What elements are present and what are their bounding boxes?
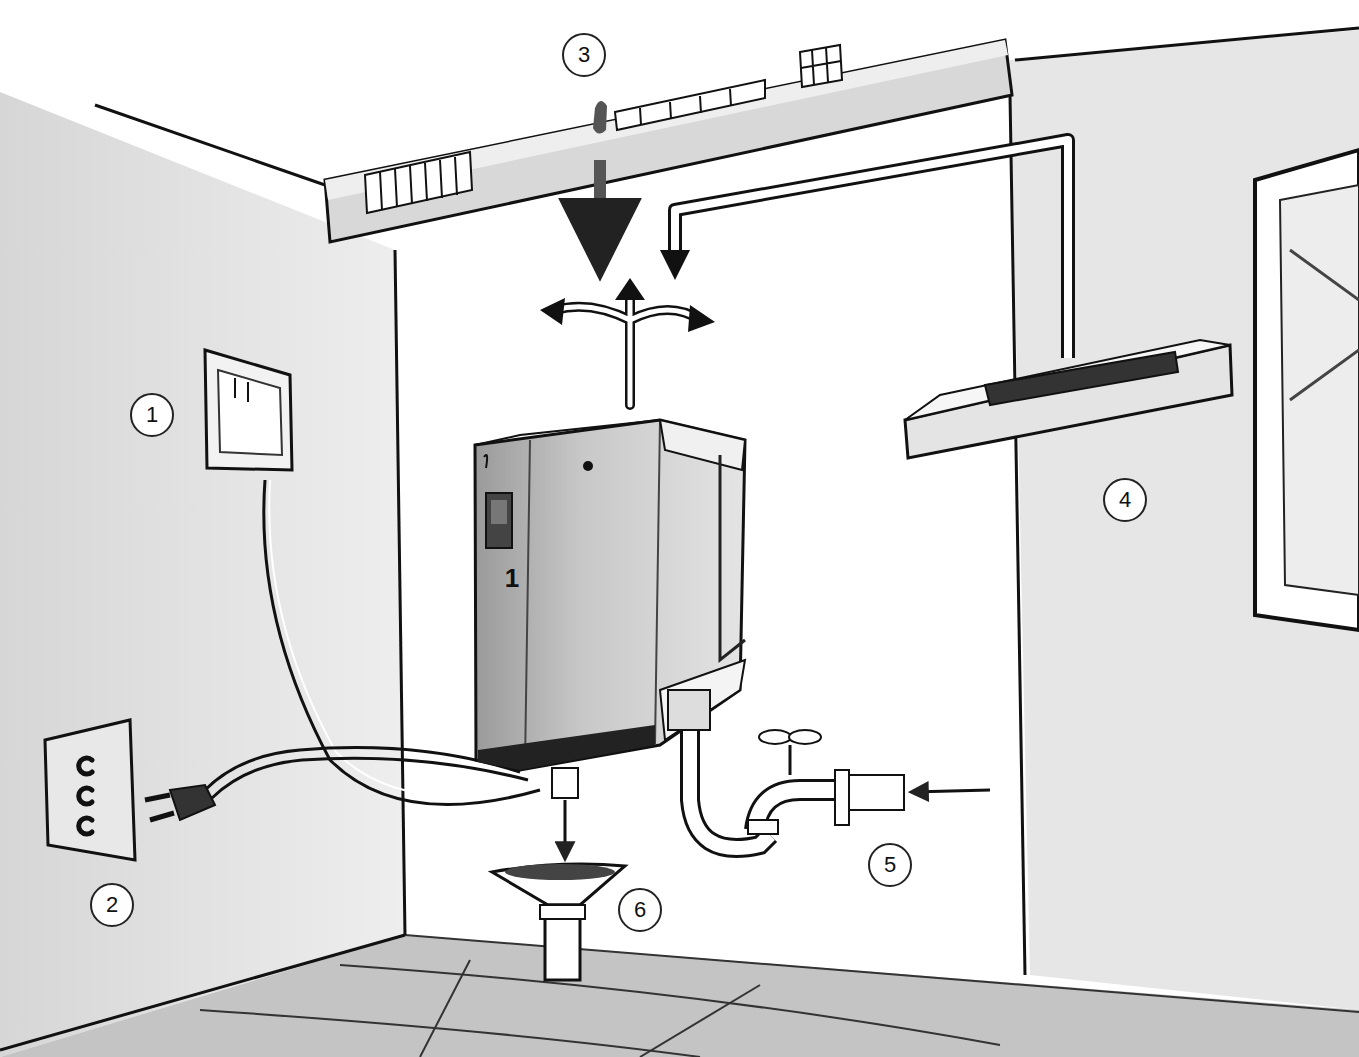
switch-marking: 1: [502, 563, 522, 593]
drain-funnel: [492, 768, 625, 980]
sink: [905, 340, 1232, 458]
callout-number: 6: [618, 888, 662, 932]
wall-switch-box: [205, 350, 292, 470]
callout-number: 3: [562, 33, 606, 77]
callout-number: 4: [1103, 478, 1147, 522]
window: [1255, 150, 1359, 630]
room-edges: [0, 28, 1359, 1050]
callout-number: 5: [868, 843, 912, 887]
air-flow-arrows: [540, 140, 1068, 405]
floor: [0, 935, 1359, 1057]
floor-tiles: [200, 935, 1359, 1057]
mains-plug: [145, 785, 215, 820]
callout-number: 2: [90, 883, 134, 927]
water-tap: [668, 690, 990, 848]
wall-socket: [45, 720, 135, 860]
callout-number: 1: [130, 393, 174, 437]
appliance-unit: [475, 420, 745, 770]
